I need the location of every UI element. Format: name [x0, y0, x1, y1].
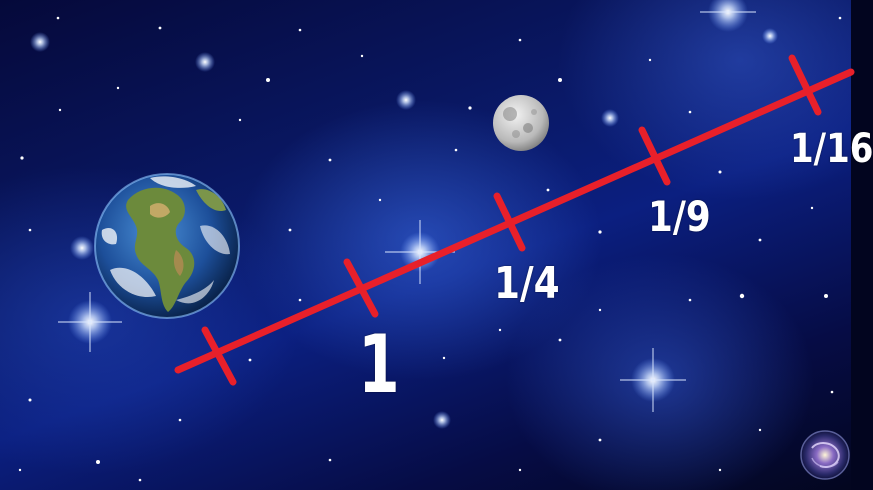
scale-tick — [788, 54, 822, 116]
galaxy-icon — [800, 430, 850, 480]
scale-label-sixteenth: 1/16 — [790, 126, 873, 172]
bright-star — [70, 236, 94, 260]
small-stars — [18, 16, 842, 482]
scale-tick — [638, 126, 671, 186]
earth-icon — [94, 173, 240, 319]
scale-tick — [201, 326, 237, 386]
scale-tick — [343, 258, 379, 318]
scale-line — [174, 68, 855, 374]
scale-label-quarter: 1/4 — [494, 258, 560, 309]
scale-tick — [493, 192, 526, 252]
bright-star — [433, 411, 451, 429]
scale-label-ninth: 1/9 — [648, 192, 711, 241]
bright-star — [762, 28, 778, 44]
scale-label-1: 1 — [358, 318, 400, 411]
bright-star — [58, 292, 122, 352]
moon-icon — [493, 95, 549, 151]
distance-scale — [174, 54, 855, 386]
bright-star — [30, 32, 50, 52]
scene-graphics — [18, 0, 855, 482]
bright-star — [700, 0, 756, 32]
bright-star — [601, 109, 619, 127]
bright-star — [195, 52, 215, 72]
bright-star — [620, 348, 686, 412]
bright-star — [396, 90, 416, 110]
